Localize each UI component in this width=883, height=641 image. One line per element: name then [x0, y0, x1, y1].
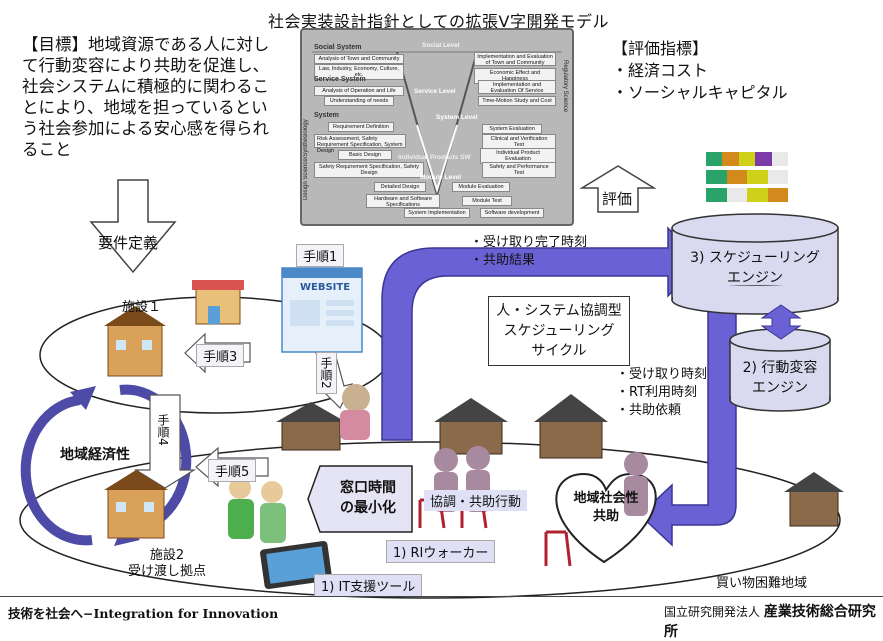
facility1-building-icon	[104, 306, 166, 377]
v-box-implementation: System Implementation	[404, 208, 470, 218]
v-box-impl-eval-town: Implementation and Evaluation of Town an…	[474, 52, 556, 66]
note-pickup-complete-time: ・受け取り完了時刻	[470, 235, 588, 250]
goal-text: 【目標】地域資源である人に対して行動変容により共助を促進し、社会システムに積極的…	[22, 35, 270, 159]
facility2-label: 施設2 受け渡し拠点	[128, 548, 207, 579]
note-mutual-aid-result: ・共助結果	[470, 253, 536, 268]
legend-bar-segment	[767, 188, 788, 202]
evaluation-arrow	[579, 165, 657, 213]
legend-bar-row	[706, 152, 789, 166]
v-box-time-motion: Time-Motion Study and Cost	[478, 96, 556, 106]
footer-organization: 国立研究開発法人 産業技術総合研究所	[664, 601, 883, 641]
arrow-top-notes: ・受け取り完了時刻 ・共助結果	[470, 234, 587, 270]
v-box-system-eval: System Evaluation	[482, 124, 542, 134]
legend-bar-row	[706, 170, 788, 184]
v-box-hw-sw: Hardware and Software Specifications	[366, 194, 440, 208]
v-level-module: Module Level	[420, 174, 462, 181]
facility1-label: 施設１	[122, 300, 162, 315]
facility2-building-icon	[104, 470, 168, 539]
v-level-system: System Level	[436, 114, 478, 121]
it-tool-label: 1) IT支援ツール	[314, 574, 423, 597]
window-time-shape	[307, 465, 413, 533]
cycle-box: 人・システム協調型 スケジューリング サイクル	[488, 296, 630, 366]
v-box-requirement: Requirement Definition	[328, 122, 394, 132]
v-label-social-system: Social System	[314, 44, 362, 51]
website-label: WEBSITE	[300, 282, 351, 293]
facility1-shop-icon	[192, 280, 244, 325]
ri-walker-label: 1) RIウォーカー	[386, 540, 496, 563]
legend-bar-segment	[767, 170, 788, 184]
legend-bar-segment	[755, 152, 772, 166]
evaluation-indicators: 【評価指標】 ・経済コスト ・ソーシャルキャピタル	[612, 38, 788, 104]
website-card-icon	[281, 267, 363, 353]
v-box-indiv-eval: Individual Product Evaluation	[480, 148, 556, 164]
v-box-detailed: Detailed Design	[374, 182, 426, 192]
note-pickup-time: ・受け取り時刻	[616, 367, 708, 382]
helpers-icon	[228, 477, 286, 543]
eval-item-cost: ・経済コスト	[612, 61, 709, 80]
v-box-analysis-operation: Analysis of Operation and Life	[314, 86, 404, 96]
note-mutual-aid-request: ・共助依頼	[616, 403, 682, 418]
v-box-module-test: Module Test	[462, 196, 512, 206]
footer-divider	[0, 596, 883, 597]
main-flow-arrow-right	[638, 299, 737, 547]
engine2-label: 2) 行動変容 エンジン	[742, 360, 818, 396]
v-label-system: System	[314, 112, 339, 119]
v-box-analysis-town: Analysis of Town and Community	[314, 54, 404, 64]
shopping-area-label: 買い物困難地域	[716, 576, 808, 591]
step1-label: 手順1	[296, 244, 345, 267]
legend-bar-row	[706, 188, 788, 202]
eval-heading: 【評価指標】	[612, 39, 709, 58]
tablet-icon	[260, 540, 332, 590]
v-box-safety-perf: Safety and Performance Test	[482, 162, 556, 178]
eval-item-social-capital: ・ソーシャルキャピタル	[612, 83, 788, 102]
region-ellipse	[19, 441, 841, 599]
v-side-right: Regulatory Science	[562, 60, 568, 113]
note-rt-usage-time: ・RT利用時刻	[616, 385, 698, 400]
v-product-label: Individual Products SW	[398, 154, 471, 161]
v-label-service-system: Service System	[314, 76, 366, 83]
engine2-cylinder	[729, 328, 831, 412]
legend-bar-segment	[706, 152, 723, 166]
step2-label: 手順2	[316, 352, 337, 394]
legend-bar-segment	[706, 170, 727, 184]
v-box-basic: Basic Design	[338, 150, 392, 160]
legend-bar-segment	[771, 152, 789, 166]
v-box-sw-dev: Software development	[480, 208, 544, 218]
cooperation-label: 協調・共助行動	[424, 490, 528, 511]
legend-bar-segment	[747, 188, 768, 202]
legend-bar-segment	[706, 188, 727, 202]
houses-icon	[276, 394, 844, 527]
v-level-service: Service Level	[414, 88, 456, 95]
v-box-law: Law, Industry, Economy, Culture, etc.	[314, 64, 404, 80]
v-box-risk: Risk Assessment, Safety Requirement Spec…	[314, 134, 406, 154]
legend-bar-segment	[722, 152, 739, 166]
requirements-arrow	[89, 179, 177, 274]
engine3-label: 3) スケジューリング エンジン	[690, 250, 820, 286]
legend-bar-segment	[726, 188, 747, 202]
legend-bar-segment	[747, 170, 768, 184]
diagram-title: 社会実装設計指針としての拡張V字開発モデル	[268, 12, 609, 31]
regional-economy-label: 地域経済性	[60, 444, 130, 464]
community-help-label: 地域社会性 共助	[573, 491, 639, 524]
v-box-impl-eval-service: Implementation and Evaluation Of Service	[478, 80, 556, 94]
footer-slogan: 技術を社会へ−Integration for Innovation	[8, 606, 279, 621]
engine3-cylinder	[671, 213, 839, 315]
v-box-understanding: Understanding of needs	[324, 96, 394, 106]
evaluation-label: 評価	[602, 190, 633, 208]
step5-label: 手順5	[208, 459, 257, 482]
v-box-module-eval: Module Evaluation	[452, 182, 510, 192]
step4-label: 手順4	[154, 410, 173, 450]
legend-bar-segment	[726, 170, 747, 184]
v-box-safety-spec: Safety Requirement Specification, Safety…	[314, 162, 424, 178]
footer-org-type: 国立研究開発法人	[664, 605, 761, 619]
v-level-social: Social Level	[422, 42, 460, 49]
legend-bars	[706, 152, 789, 206]
requirements-label: 要件定義	[98, 234, 159, 252]
legend-bar-segment	[738, 152, 756, 166]
engine-link-arrow	[760, 304, 802, 340]
v-model-panel: Design Science/Synthesiology Regulatory …	[300, 28, 574, 226]
window-time-label: 窓口時間 の最小化	[340, 480, 396, 516]
arrow-right-notes: ・受け取り時刻 ・RT利用時刻 ・共助依頼	[616, 366, 707, 420]
step3-label: 手順3	[196, 344, 245, 367]
